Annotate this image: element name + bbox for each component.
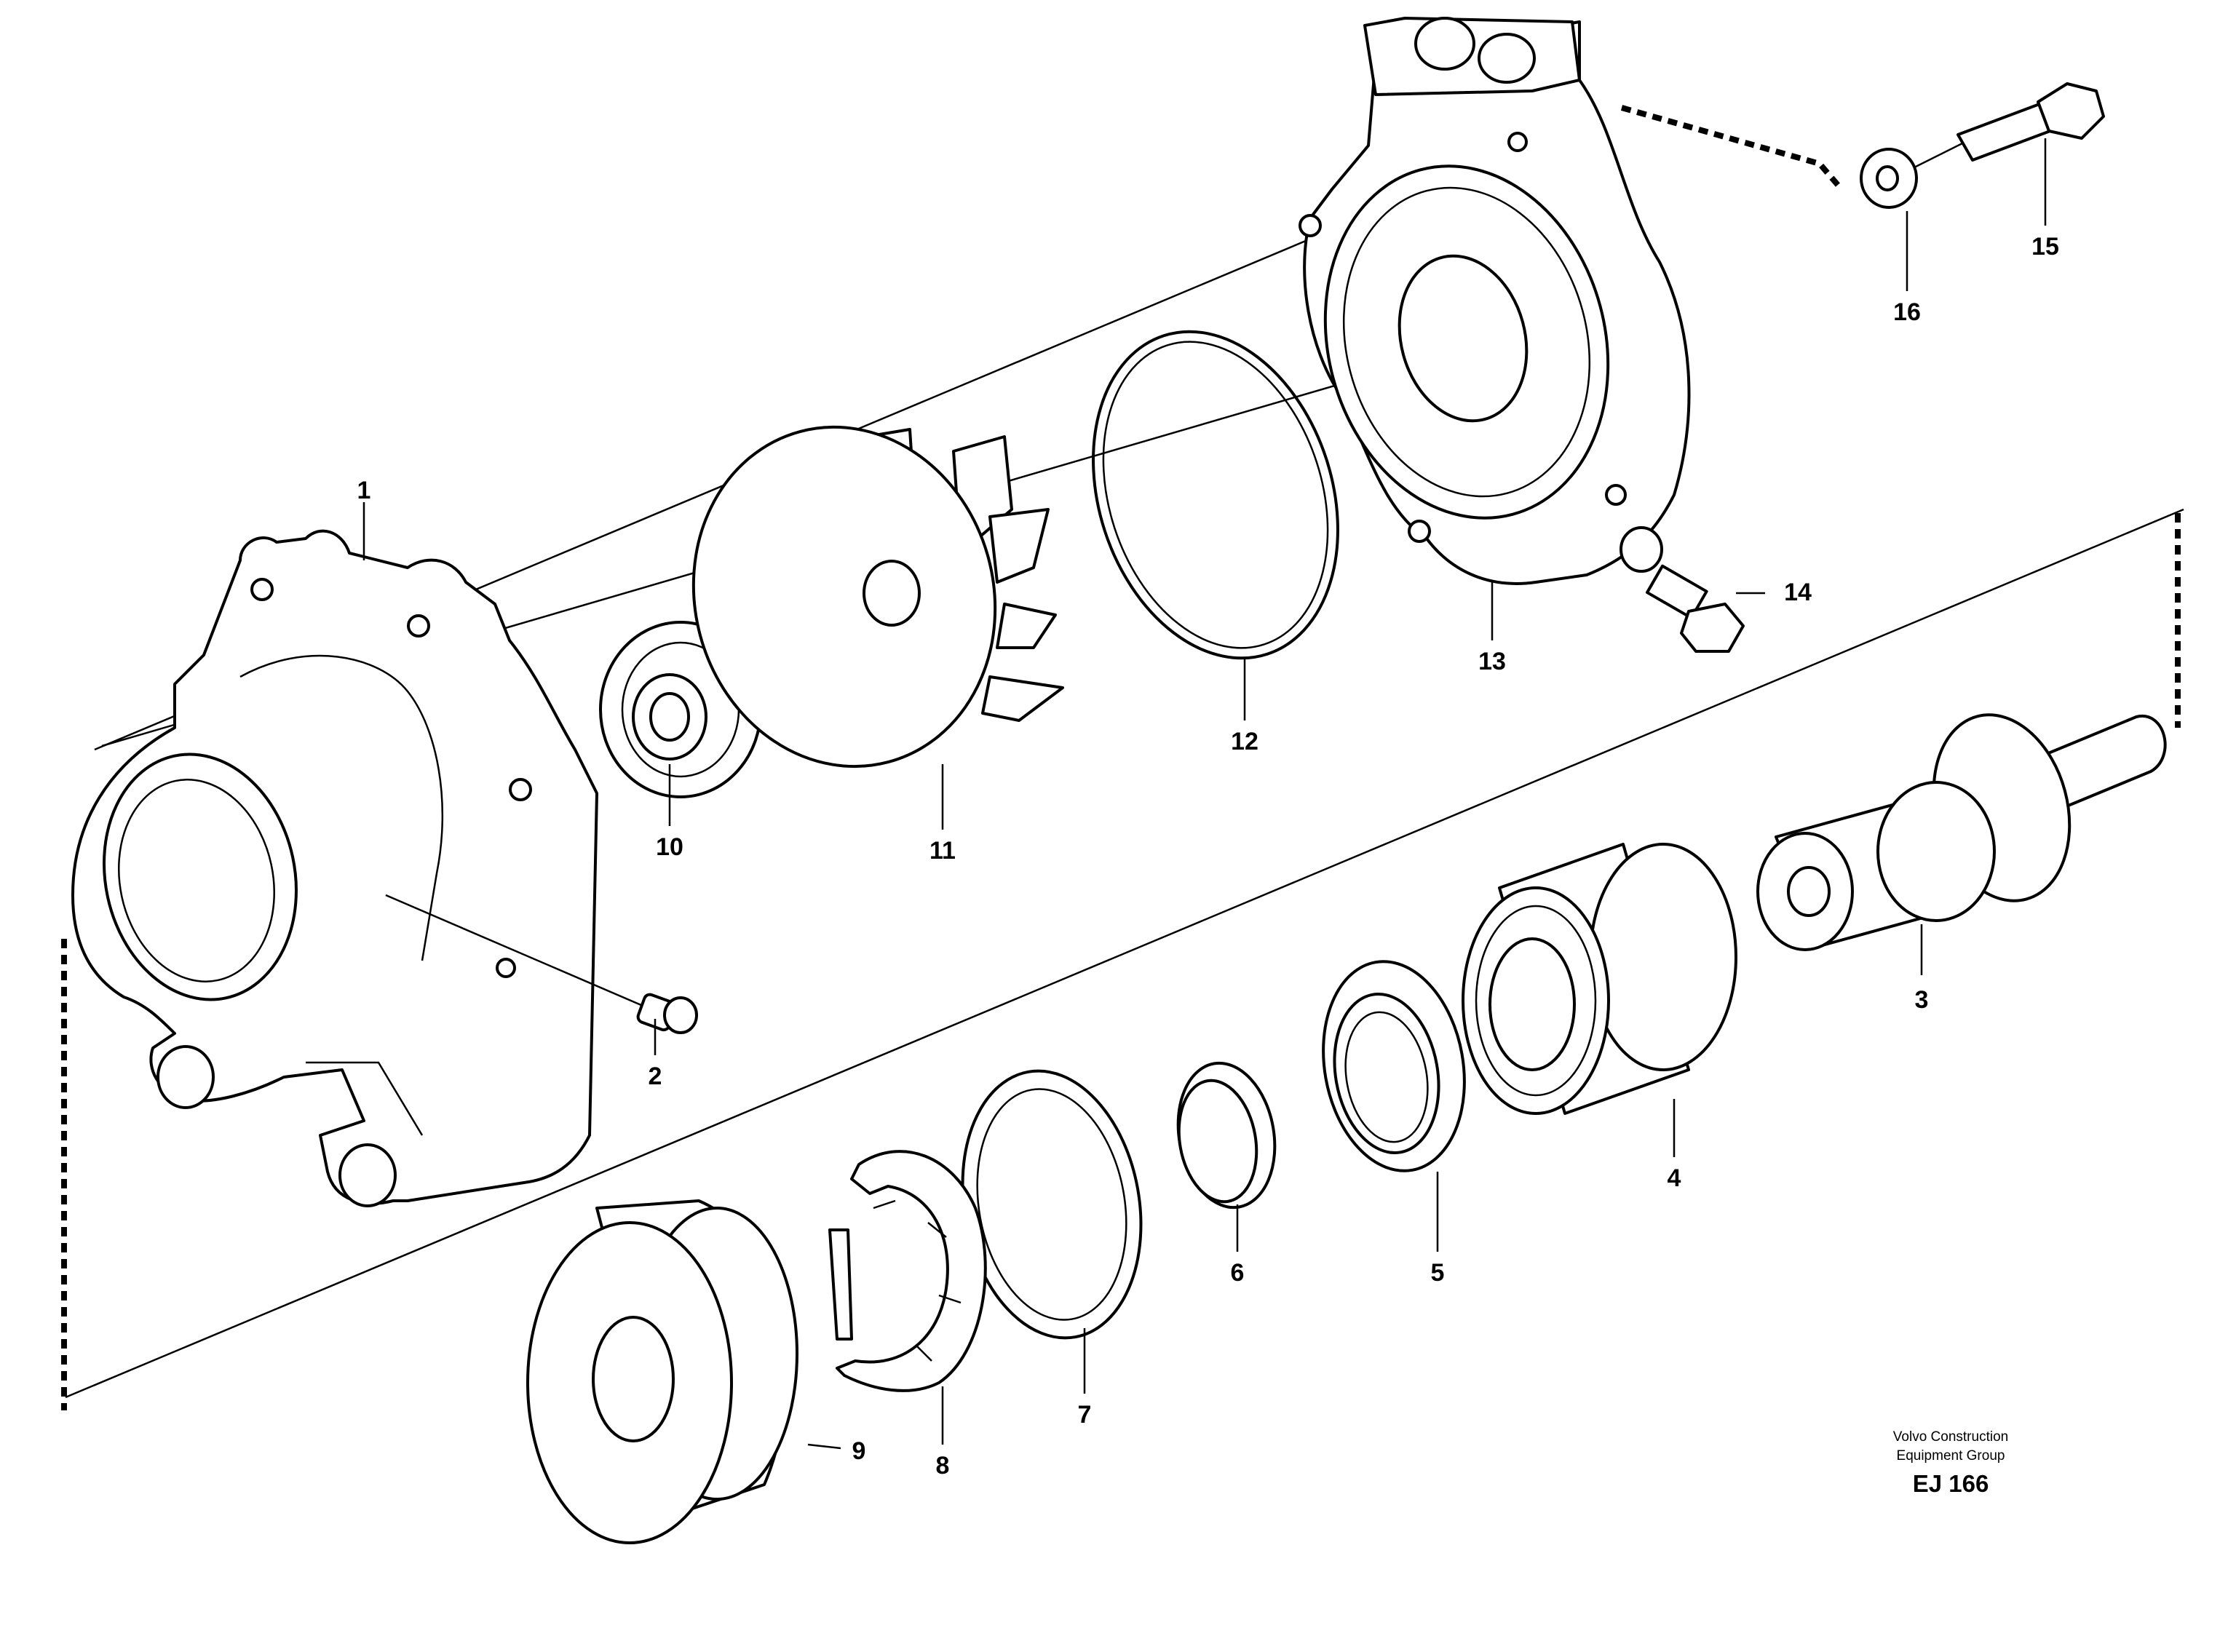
callout-6: 6	[1231, 1259, 1245, 1287]
callout-5: 5	[1431, 1259, 1445, 1287]
pump-housing	[71, 529, 598, 1207]
bearing	[1462, 843, 1737, 1115]
spacer-ring	[1176, 1061, 1277, 1210]
bolt-dashed-connector	[1620, 105, 1844, 191]
lock-washer	[828, 1150, 987, 1392]
plug	[385, 894, 698, 1034]
callout-10: 10	[656, 833, 683, 861]
callout-15: 15	[2031, 233, 2059, 261]
callout-4: 4	[1668, 1164, 1681, 1192]
callout-3: 3	[1915, 986, 1929, 1014]
callout-13: 13	[1478, 648, 1506, 675]
credit-line-1: Volvo Construction	[1893, 1429, 2008, 1445]
leader-lines	[362, 138, 2047, 1450]
callout-8: 8	[936, 1452, 950, 1480]
o-ring	[1092, 330, 1339, 660]
callout-2: 2	[649, 1063, 662, 1090]
callout-1: 1	[357, 477, 371, 504]
pump-cover	[1299, 17, 1691, 585]
callout-16: 16	[1893, 298, 1921, 326]
lower-axis-line	[65, 508, 2184, 1399]
credit-block: Volvo Construction Equipment Group EJ 16…	[1893, 1429, 2008, 1497]
credit-line-2: Equipment Group	[1897, 1448, 2005, 1464]
callout-labels: 1 2 3 4 5 6 7 8 9 10 11 12 13 14 15 16	[357, 233, 2059, 1480]
drain-screw	[1646, 564, 1745, 653]
callout-11: 11	[929, 837, 956, 865]
callout-14: 14	[1784, 579, 1812, 606]
impeller	[691, 425, 1064, 769]
callout-12: 12	[1231, 728, 1258, 755]
callout-7: 7	[1078, 1401, 1092, 1429]
pulley	[526, 1199, 798, 1544]
leader-9	[807, 1443, 841, 1450]
bolt-and-washer	[1860, 82, 2105, 209]
callout-9: 9	[852, 1437, 866, 1465]
seal-ring	[1322, 960, 1466, 1172]
figure-reference: EJ 166	[1913, 1470, 1989, 1497]
pump-shaft	[1756, 713, 2167, 951]
